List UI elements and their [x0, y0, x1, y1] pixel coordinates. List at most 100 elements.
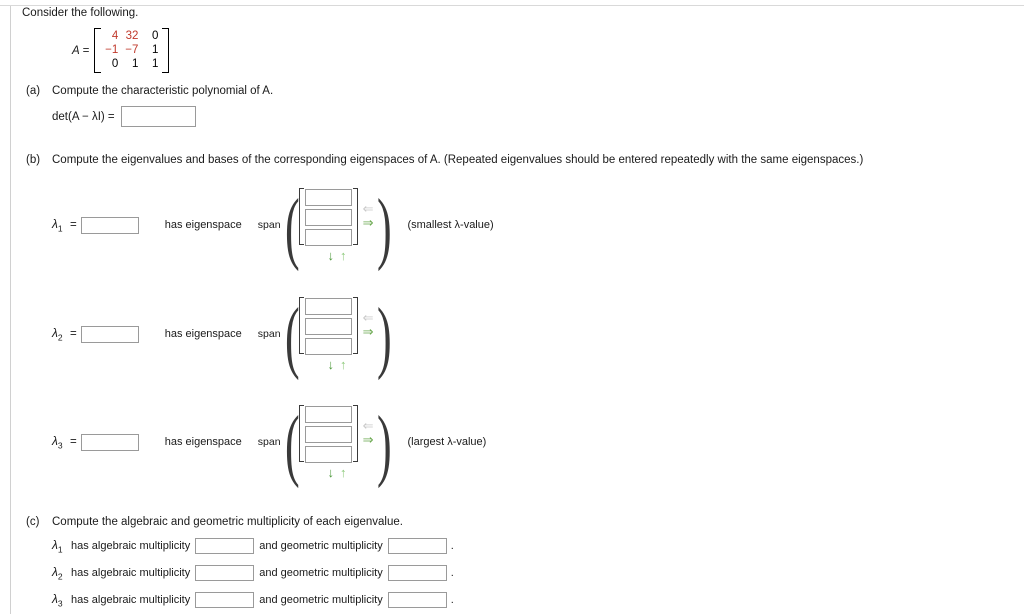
- right-paren-1: ): [377, 184, 393, 272]
- mult-lambda-2-label: λ2: [52, 565, 63, 582]
- multiplicity-row-2: λ2 has algebraic multiplicity and geomet…: [52, 565, 454, 581]
- mult-geometric-label-3: and geometric multiplicity: [259, 594, 383, 607]
- eigenvector-widget-3: ⇐ ⇒ ↓ ↑: [298, 405, 374, 480]
- vector-side-controls-1: ⇐ ⇒: [363, 188, 374, 245]
- vector-3-component-1[interactable]: [304, 406, 352, 423]
- vector-2-component-1[interactable]: [304, 298, 352, 315]
- matrix-cell-r3c1: 0: [111, 58, 119, 70]
- vector-2-component-2[interactable]: [304, 318, 352, 335]
- matrix-a-grid: 4 32 0 −1 −7 1 0 1 1: [101, 28, 162, 73]
- vector-right-bracket-3: [352, 405, 358, 462]
- mult-period-1: .: [450, 540, 454, 553]
- add-row-up-arrow-icon-1[interactable]: ↑: [340, 248, 347, 263]
- vector-1-component-3[interactable]: [304, 229, 352, 246]
- eigenvector-widget-1: ⇐ ⇒ ↓ ↑: [298, 188, 374, 263]
- matrix-cell-r1c1: 4: [111, 30, 119, 42]
- page-left-rule: [10, 6, 11, 614]
- add-column-right-arrow-icon-1[interactable]: ⇒: [362, 215, 374, 230]
- lambda-3-label: λ3: [52, 433, 63, 451]
- part-a-text: Compute the characteristic polynomial of…: [52, 85, 274, 97]
- part-b-label: (b): [26, 154, 41, 166]
- mult-lambda-3-label: λ3: [52, 592, 63, 609]
- algebraic-multiplicity-input-1[interactable]: [195, 538, 255, 555]
- vector-left-bracket-2: [298, 297, 304, 354]
- matrix-cell-r2c2: −7: [125, 44, 139, 56]
- algebraic-multiplicity-input-2[interactable]: [195, 565, 255, 582]
- eigen-block-1: λ1 = has eigenspace span ( ⇐ ⇒ ↓: [52, 182, 494, 268]
- lambda-3-equals: =: [70, 436, 77, 448]
- vector-side-controls-3: ⇐ ⇒: [363, 405, 374, 462]
- vector-left-bracket-1: [298, 188, 304, 245]
- part-c-prompt: (c) Compute the algebraic and geometric m…: [26, 516, 403, 528]
- remove-column-left-arrow-icon-1[interactable]: ⇐: [362, 201, 374, 216]
- vector-inputs-2: [304, 297, 353, 356]
- det-input[interactable]: [120, 106, 196, 127]
- lambda-1-label: λ1: [52, 216, 63, 234]
- add-column-right-arrow-icon-2[interactable]: ⇒: [362, 324, 374, 339]
- matrix-cell-r1c2: 32: [125, 30, 139, 42]
- mult-lambda-1-label: λ1: [52, 538, 63, 555]
- matrix-left-bracket: [94, 28, 102, 73]
- vector-bottom-controls-1: ↓ ↑: [327, 248, 347, 263]
- mult-algebraic-label-1: has algebraic multiplicity: [71, 540, 191, 553]
- lambda-3-note: (largest λ-value): [407, 436, 487, 448]
- add-row-up-arrow-icon-2[interactable]: ↑: [340, 357, 347, 372]
- eigenvector-widget-2: ⇐ ⇒ ↓ ↑: [298, 297, 374, 372]
- eigen-block-2: λ2 = has eigenspace span ( ⇐ ⇒ ↓: [52, 291, 407, 377]
- mult-algebraic-label-3: has algebraic multiplicity: [71, 594, 191, 607]
- det-row: det(A − λI) =: [52, 106, 196, 127]
- part-a-label: (a): [26, 85, 41, 97]
- left-paren-3: (: [284, 401, 300, 489]
- vector-left-bracket-3: [298, 405, 304, 462]
- lambda-1-input[interactable]: [80, 216, 139, 234]
- matrix-cell-r2c1: −1: [105, 44, 119, 56]
- geometric-multiplicity-input-3[interactable]: [387, 592, 447, 609]
- page-top-rule: [0, 5, 1024, 6]
- mult-algebraic-label-2: has algebraic multiplicity: [71, 567, 191, 580]
- geometric-multiplicity-input-2[interactable]: [387, 565, 447, 582]
- lambda-1-note: (smallest λ-value): [407, 219, 494, 231]
- matrix-cell-r3c2: 1: [132, 58, 139, 70]
- lambda-3-input[interactable]: [80, 433, 139, 451]
- remove-row-down-arrow-icon-3[interactable]: ↓: [327, 465, 335, 480]
- matrix-cell-r2c3: 1: [152, 44, 159, 56]
- right-paren-2: ): [377, 293, 393, 381]
- vector-3-component-3[interactable]: [304, 446, 352, 463]
- part-b-text: Compute the eigenvalues and bases of the…: [52, 154, 864, 166]
- remove-column-left-arrow-icon-3[interactable]: ⇐: [362, 418, 374, 433]
- vector-1-component-2[interactable]: [304, 209, 352, 226]
- remove-row-down-arrow-icon-2[interactable]: ↓: [327, 357, 335, 372]
- has-eigenspace-label-2: has eigenspace: [164, 328, 242, 340]
- has-eigenspace-label-3: has eigenspace: [164, 436, 242, 448]
- remove-row-down-arrow-icon-1[interactable]: ↓: [327, 248, 335, 263]
- vector-bottom-controls-2: ↓ ↑: [327, 357, 347, 372]
- vector-inputs-1: [304, 188, 353, 247]
- lambda-2-input[interactable]: [80, 325, 139, 343]
- add-column-right-arrow-icon-3[interactable]: ⇒: [362, 432, 374, 447]
- mult-period-2: .: [450, 567, 454, 580]
- vector-right-bracket-2: [352, 297, 358, 354]
- vector-2-component-3[interactable]: [304, 338, 352, 355]
- add-row-up-arrow-icon-3[interactable]: ↑: [340, 465, 347, 480]
- vector-side-controls-2: ⇐ ⇒: [363, 297, 374, 354]
- part-c-label: (c): [26, 516, 40, 528]
- part-c-text: Compute the algebraic and geometric mult…: [52, 516, 403, 528]
- matrix-cell-r1c3: 0: [152, 30, 159, 42]
- remove-column-left-arrow-icon-2[interactable]: ⇐: [362, 310, 374, 325]
- part-b-prompt: (b) Compute the eigenvalues and bases of …: [26, 154, 863, 166]
- multiplicity-row-3: λ3 has algebraic multiplicity and geomet…: [52, 592, 454, 608]
- vector-3-component-2[interactable]: [304, 426, 352, 443]
- left-paren-2: (: [284, 293, 300, 381]
- intro-text: Consider the following.: [22, 7, 139, 19]
- algebraic-multiplicity-input-3[interactable]: [195, 592, 255, 609]
- geometric-multiplicity-input-1[interactable]: [387, 538, 447, 555]
- matrix-cell-r3c3: 1: [152, 58, 159, 70]
- lambda-2-label: λ2: [52, 325, 63, 343]
- vector-bottom-controls-3: ↓ ↑: [327, 465, 347, 480]
- span-label-3: span: [257, 436, 281, 448]
- part-a-prompt: (a) Compute the characteristic polynomial…: [26, 85, 273, 97]
- matrix-right-bracket: [162, 28, 170, 73]
- lambda-1-equals: =: [70, 219, 77, 231]
- vector-1-component-1[interactable]: [304, 189, 352, 206]
